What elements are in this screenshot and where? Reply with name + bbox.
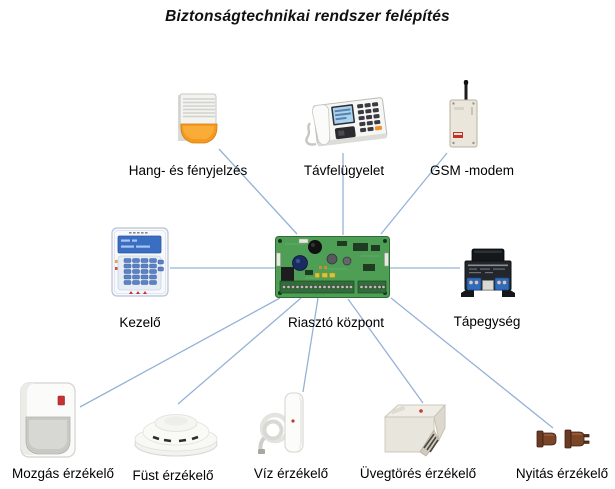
desk-phone-icon bbox=[300, 92, 392, 152]
label-water: Víz érzékelő bbox=[253, 466, 329, 481]
label-smoke: Füst érzékelő bbox=[132, 468, 214, 483]
pir-motion-sensor-icon bbox=[17, 381, 79, 459]
line-panel-smoke bbox=[177, 297, 302, 405]
line-panel-contact bbox=[390, 297, 554, 429]
water-sensor-icon bbox=[257, 390, 312, 458]
diagram-title: Biztonságtechnikai rendszer felépítés bbox=[165, 8, 450, 25]
line-panel-gsm bbox=[380, 152, 448, 235]
label-contact: Nyitás érzékelő bbox=[515, 466, 609, 481]
alarm-control-pcb-icon bbox=[275, 236, 390, 298]
line-panel-siren bbox=[218, 148, 298, 235]
label-psu: Tápegység bbox=[453, 314, 521, 329]
siren-strobe-icon bbox=[172, 88, 222, 148]
transformer-power-supply-icon bbox=[459, 247, 517, 299]
label-siren: Hang- és fényjelzés bbox=[128, 163, 248, 178]
gsm-modem-icon bbox=[446, 80, 482, 150]
label-glass: Üvegtörés érzékelő bbox=[359, 466, 477, 481]
label-motion: Mozgás érzékelő bbox=[11, 466, 115, 481]
label-monitoring: Távfelügyelet bbox=[303, 163, 385, 178]
line-panel-water bbox=[302, 297, 319, 393]
label-panel: Riasztó központ bbox=[287, 315, 385, 330]
magnetic-door-contact-icon bbox=[535, 424, 591, 454]
label-gsm: GSM -modem bbox=[429, 163, 515, 178]
glass-break-sensor-icon bbox=[379, 400, 455, 458]
label-keypad: Kezelő bbox=[119, 315, 161, 330]
alarm-keypad-icon bbox=[111, 227, 169, 299]
smoke-detector-icon bbox=[131, 402, 221, 458]
line-panel-motion bbox=[79, 297, 281, 408]
line-panel-glass bbox=[347, 298, 424, 404]
